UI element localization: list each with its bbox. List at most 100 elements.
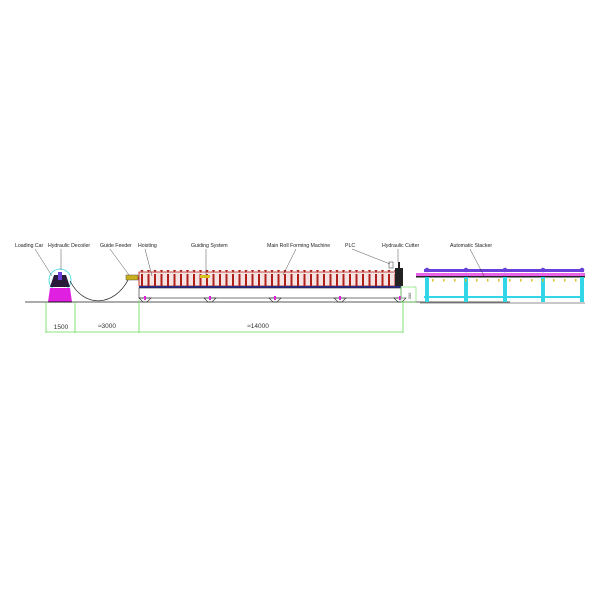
roller-stand [342, 274, 345, 286]
roller-top [277, 270, 280, 273]
automatic-stacker [416, 267, 585, 302]
steel-strip [69, 279, 129, 302]
hydraulic-cutter [395, 262, 403, 286]
roller-top [179, 270, 183, 273]
roller-top [225, 270, 228, 273]
roller-stand [167, 274, 169, 286]
roller-top [153, 270, 157, 273]
stacker-roller [498, 279, 500, 282]
roller-stand [186, 274, 189, 286]
roller-top [192, 270, 196, 273]
roller-stand [173, 274, 176, 286]
roller-top [374, 270, 378, 273]
stacker-leg [541, 277, 545, 302]
roller-top [296, 270, 300, 273]
label-automatic-stacker: Automatic Stacker [450, 243, 492, 249]
roller-top [238, 270, 241, 273]
stacker-roller [520, 279, 522, 282]
roller-top [173, 270, 176, 273]
label-guide-feeder: Guide Feeder [100, 243, 132, 249]
stacker-roller [443, 279, 445, 282]
roller-stand [381, 274, 384, 286]
machine-foot [333, 297, 347, 303]
roller-top [381, 270, 384, 273]
foot-marker [339, 296, 341, 300]
roller-top [270, 270, 274, 273]
label-hydraulic-cutter: Hydraulic Cutter [382, 243, 419, 249]
machine-foot [203, 297, 217, 303]
roller-top [251, 270, 254, 273]
stacker-pivot [463, 267, 469, 273]
plc-box [388, 261, 394, 269]
roller-stand [303, 274, 306, 286]
roller-top [316, 270, 319, 273]
foot-marker [399, 296, 401, 300]
roller-stand [180, 274, 182, 286]
stacker-roller [476, 279, 478, 282]
stacker-leg [425, 277, 429, 302]
roller-top [368, 270, 371, 273]
roller-stand [232, 274, 234, 286]
machine-foot [138, 297, 152, 303]
roller-top [329, 270, 332, 273]
stacker-leg [464, 277, 468, 302]
callout-lines [34, 248, 485, 277]
roller-top [264, 270, 267, 273]
dimension-14000: ≈14000 [247, 323, 269, 330]
roller-stand [271, 274, 273, 286]
roller-stand [199, 274, 202, 286]
roller-top [140, 270, 144, 273]
roller-stand [310, 274, 312, 286]
roller-top [205, 270, 209, 273]
main-roll-forming-machine [138, 270, 407, 303]
roller-stand [355, 274, 358, 286]
roller-stand [362, 274, 364, 286]
roller-stand [323, 274, 325, 286]
stacker-pivot [502, 267, 508, 273]
roller-top [199, 270, 202, 273]
stacker-pivot [424, 267, 430, 273]
label-hydraulic-decoiler: Hydraulic Decoiler [48, 243, 90, 249]
roller-stand [297, 274, 299, 286]
roller-top [361, 270, 365, 273]
roller-stand [277, 274, 280, 286]
stacker-pivot [579, 267, 585, 273]
roller-stand [147, 274, 150, 286]
loading-car [48, 288, 72, 303]
roller-stand [141, 274, 143, 286]
stacker-roller [531, 279, 533, 282]
height-dimension: 300 [407, 292, 412, 299]
machine-foot [268, 297, 282, 303]
roller-top [186, 270, 189, 273]
stacker-roller [487, 279, 489, 282]
roller-top [387, 270, 391, 273]
roller-stand [258, 274, 260, 286]
stacker-leg [503, 277, 507, 302]
hydraulic-decoiler [48, 268, 72, 292]
roller-top [147, 270, 150, 273]
roller-stand [160, 274, 163, 286]
roller-stand [238, 274, 241, 286]
foot-marker [209, 296, 211, 300]
label-guiding-system: Guiding System [191, 243, 228, 249]
roller-top [309, 270, 313, 273]
stacker-roller [564, 279, 566, 282]
roller-stand [388, 274, 390, 286]
roller-stand [225, 274, 228, 286]
label-main-roll-forming-machine: Main Roll Forming Machine [267, 243, 330, 249]
stacker-roller [542, 279, 544, 282]
roller-top [322, 270, 326, 273]
roller-top [231, 270, 235, 273]
roller-stand [375, 274, 377, 286]
roller-stand [264, 274, 267, 286]
roller-stand [251, 274, 254, 286]
roller-top [335, 270, 339, 273]
roller-top [283, 270, 287, 273]
roller-stand [193, 274, 195, 286]
roller-stand [154, 274, 156, 286]
roller-stand [245, 274, 247, 286]
roller-top [212, 270, 215, 273]
guiding-system [200, 275, 210, 278]
roller-top [303, 270, 306, 273]
